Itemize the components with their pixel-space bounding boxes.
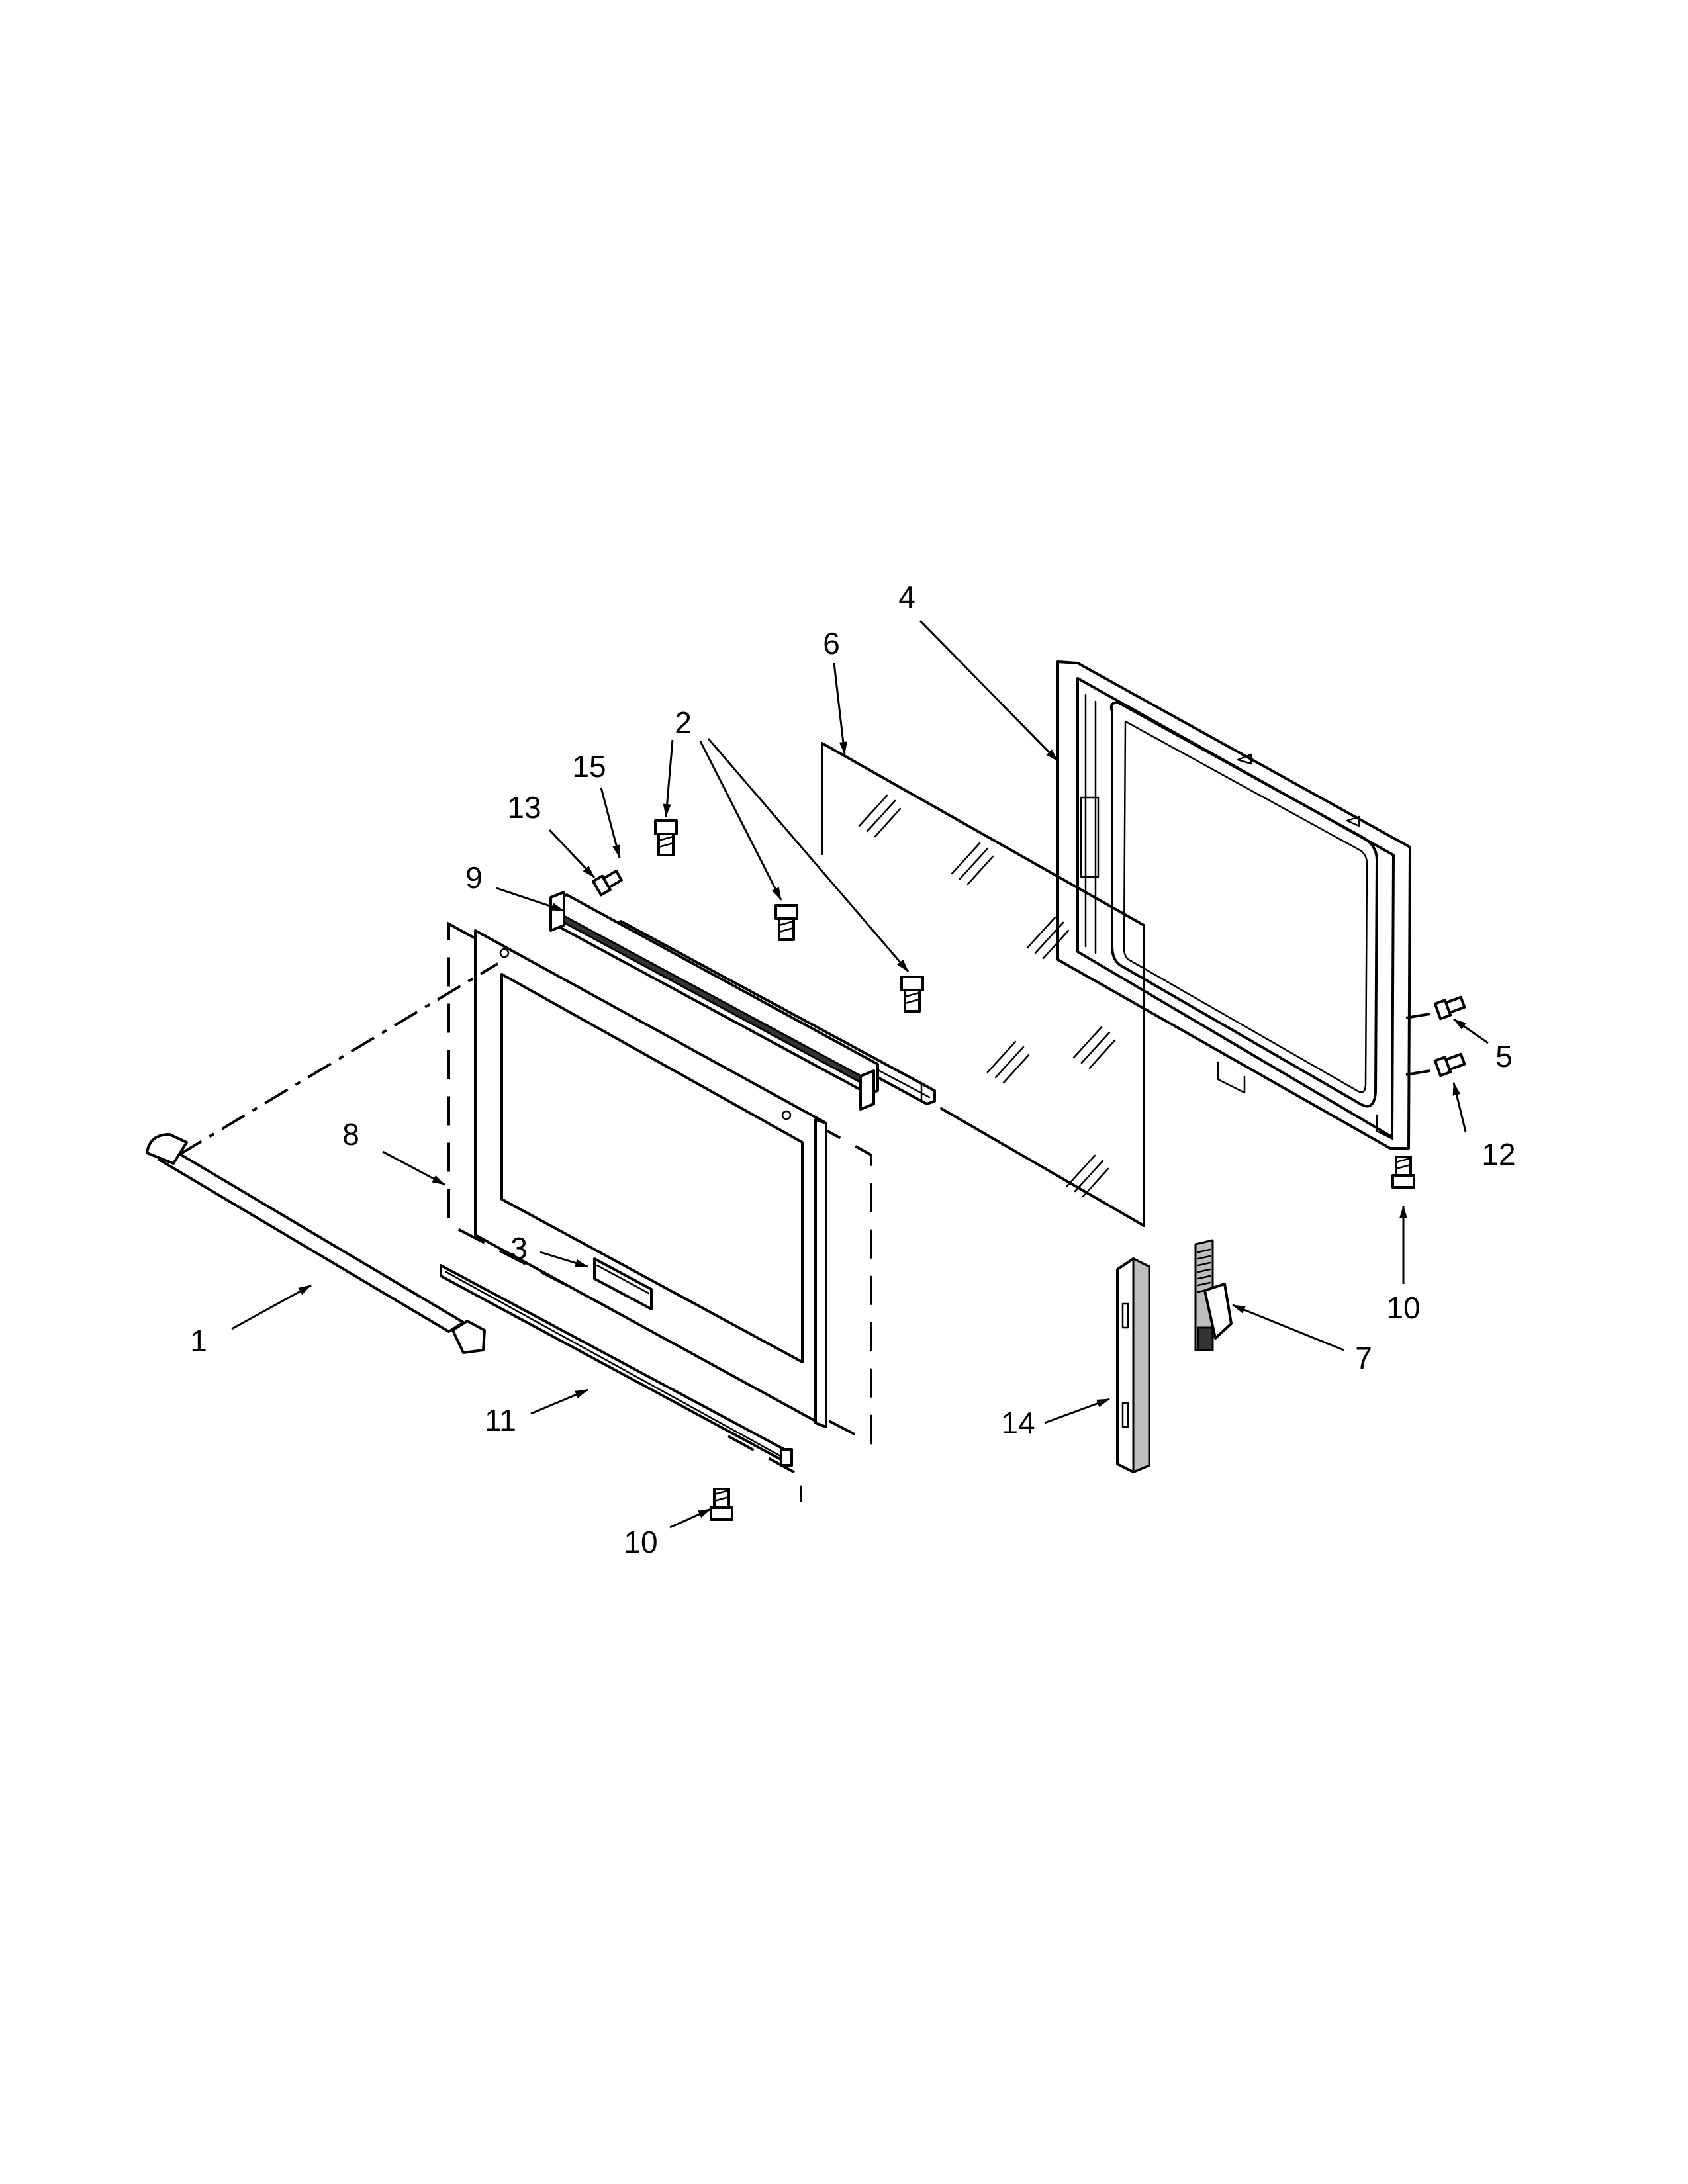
screw-12 — [1433, 1052, 1466, 1077]
door-handle — [146, 962, 499, 1354]
screw-2c — [900, 976, 924, 1013]
screw-2a — [654, 819, 678, 856]
callout-1: 1 — [190, 1324, 207, 1358]
inner-door-frame — [1056, 660, 1411, 1150]
callout-10-right: 10 — [1386, 1291, 1420, 1325]
glass-panel — [821, 742, 1145, 1227]
callout-6: 6 — [823, 626, 840, 660]
callout-9: 9 — [465, 860, 483, 895]
callout-8: 8 — [342, 1117, 359, 1152]
outer-door-panel — [447, 921, 872, 1445]
screw-10a — [710, 1488, 733, 1521]
callout-2: 2 — [675, 705, 692, 740]
callout-14: 14 — [1001, 1406, 1035, 1440]
callout-4: 4 — [898, 580, 915, 614]
door-badge — [593, 1257, 653, 1310]
callout-12: 12 — [1481, 1137, 1515, 1171]
callout-11: 11 — [485, 1403, 516, 1437]
screw-5 — [1433, 995, 1466, 1021]
callout-5: 5 — [1495, 1039, 1513, 1073]
callout-labels: 1 2 3 4 5 6 7 8 9 10 10 11 12 13 14 15 — [190, 580, 1515, 1559]
leader-lines — [231, 619, 1489, 1529]
callout-15: 15 — [572, 749, 606, 784]
hinge-receiver — [1116, 1257, 1150, 1473]
door-hinge — [1194, 1239, 1233, 1351]
screw-2b — [774, 904, 798, 941]
screw-10b — [1391, 1156, 1415, 1189]
callout-13: 13 — [507, 790, 541, 825]
bottom-trim — [440, 1264, 802, 1502]
screw-13 — [592, 870, 623, 897]
callout-7: 7 — [1355, 1341, 1372, 1375]
callout-10-left: 10 — [624, 1525, 657, 1559]
callout-3: 3 — [510, 1231, 528, 1265]
top-channel — [549, 891, 879, 1111]
